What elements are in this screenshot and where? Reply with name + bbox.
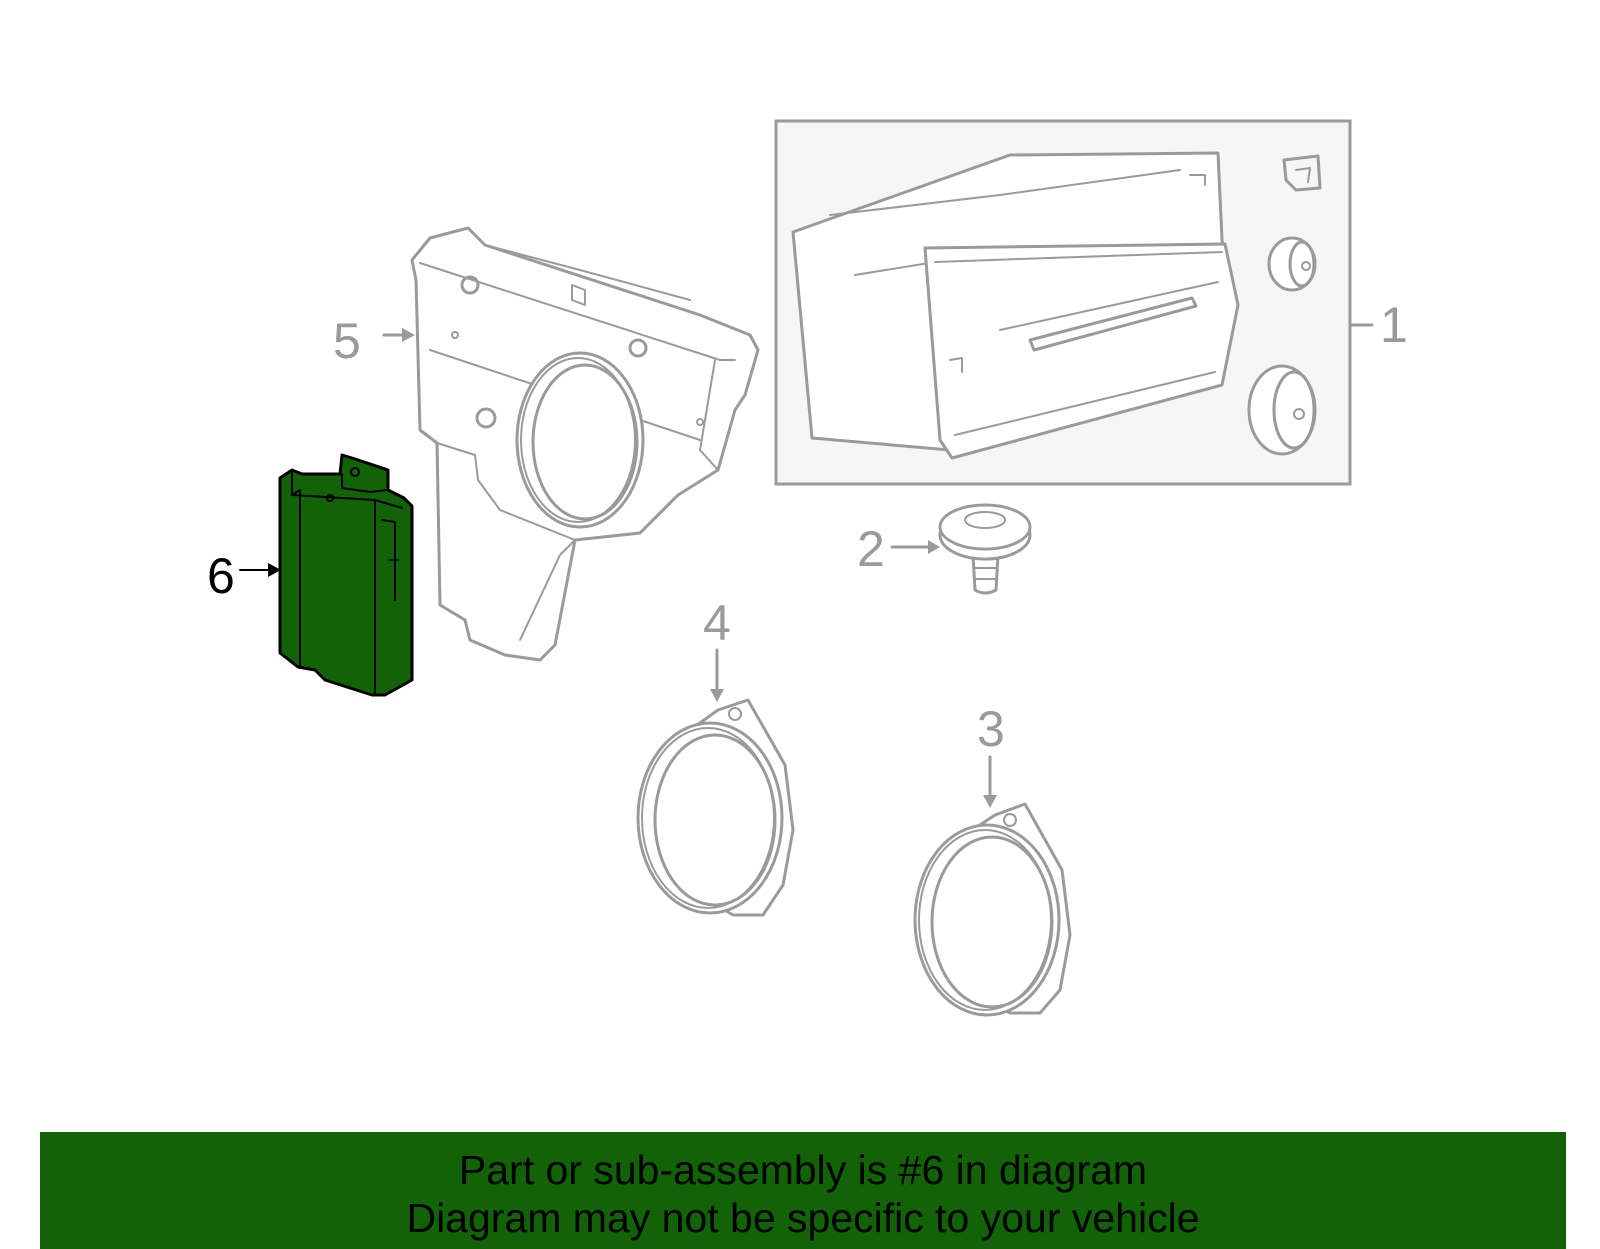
banner-line-2: Diagram may not be specific to your vehi… [406,1195,1200,1241]
part-6-control-module[interactable]: 6 [207,453,414,697]
callout-1: 1 [1380,297,1408,353]
info-banner: Part or sub-assembly is #6 in diagram Di… [40,1132,1566,1249]
part-1-radio-receiver[interactable]: 1 [774,119,1408,486]
part-2-knob[interactable]: 2 [857,503,1032,595]
part-5-speaker-bracket[interactable]: 5 [333,226,760,662]
callout-5: 5 [333,313,361,369]
part-4-speaker[interactable]: 4 [636,595,795,917]
callout-2: 2 [857,521,885,577]
banner-line-1: Part or sub-assembly is #6 in diagram [458,1147,1148,1193]
callout-6: 6 [207,548,235,604]
part-3-speaker[interactable]: 3 [913,701,1072,1017]
callout-3: 3 [977,701,1005,757]
callout-4: 4 [703,595,731,651]
